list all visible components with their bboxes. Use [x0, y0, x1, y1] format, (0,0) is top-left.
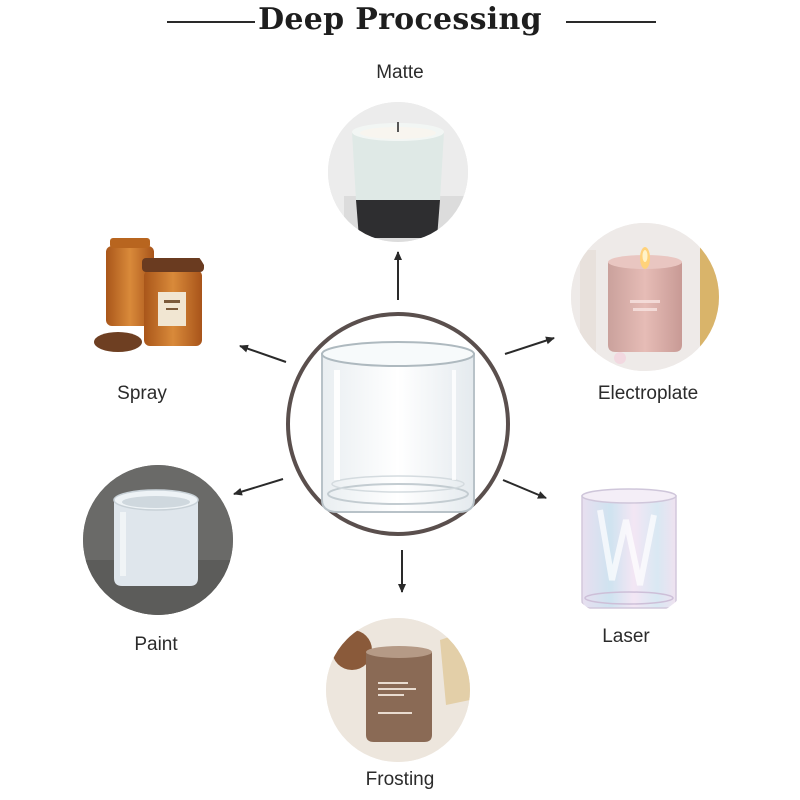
clear-glass-jar-icon [321, 341, 475, 513]
label-electroplate: Electroplate [597, 383, 699, 404]
label-spray: Spray [117, 383, 167, 404]
spray-jars-image [66, 228, 214, 376]
header: Deep Processing [0, 0, 800, 44]
arrow-to-electroplate [504, 336, 555, 355]
title-rule-right [566, 21, 656, 23]
label-paint: Paint [134, 634, 178, 655]
page-title: Deep Processing [258, 2, 542, 37]
paint-jar-image [83, 465, 233, 615]
arrow-to-spray [239, 344, 287, 363]
arrow-to-paint [233, 478, 284, 496]
label-matte: Matte [376, 62, 424, 83]
matte-jar-image [328, 102, 468, 242]
center-jar-group [286, 312, 510, 536]
title-rule-left [167, 21, 255, 23]
label-frosting: Frosting [365, 769, 435, 790]
laser-jar-image [556, 476, 700, 620]
label-laser: Laser [602, 626, 650, 647]
frosting-jar-image [326, 618, 470, 762]
electroplate-jar-image [571, 223, 719, 371]
arrow-to-laser [502, 479, 547, 499]
